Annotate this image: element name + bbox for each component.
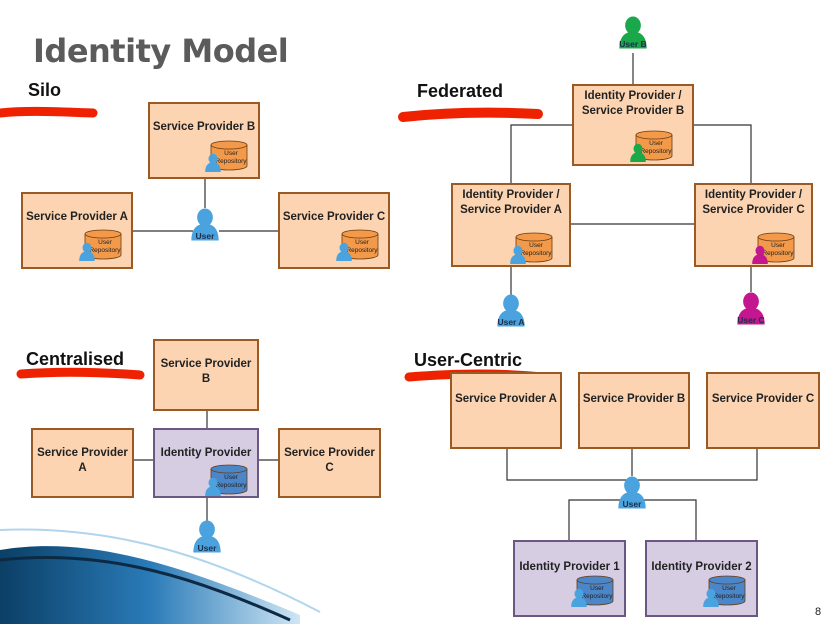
repo-label-line2: Repository xyxy=(640,148,672,155)
box-label: Service Provider B xyxy=(582,393,686,405)
box-label: Service Provider B xyxy=(152,121,256,133)
uc-service-provider-c: Service Provider C xyxy=(706,372,820,449)
user-label: User xyxy=(623,499,643,509)
repo-label-line2: Repository xyxy=(346,247,378,254)
user-label: User C xyxy=(737,315,764,325)
user-label: User A xyxy=(497,317,524,327)
box-label-line1: Identity Provider / xyxy=(584,90,682,102)
repo-label-line2: Repository xyxy=(89,247,121,254)
user-label: User xyxy=(198,543,218,553)
box-label-line2: Service Provider C xyxy=(702,204,805,216)
repo-label-line2: Repository xyxy=(762,250,794,257)
repo-label-line1: User xyxy=(771,242,786,249)
federated-idp-sp-b: Identity Provider / Service Provider B xyxy=(572,84,694,166)
uc-service-provider-b: Service Provider B xyxy=(578,372,690,449)
box-label-line1: Identity Provider / xyxy=(704,189,803,201)
user-c-icon: User C xyxy=(737,292,765,325)
slide-number: 8 xyxy=(815,606,822,618)
user-b-icon: User B xyxy=(619,16,647,49)
section-heading-silo: Silo xyxy=(28,80,62,100)
repo-label-line2: Repository xyxy=(215,482,247,489)
box-label: Identity Provider 1 xyxy=(519,561,620,573)
highlight-silo xyxy=(0,106,98,118)
repo-label-line1: User xyxy=(649,140,664,147)
uc-service-provider-a: Service Provider A xyxy=(450,372,562,449)
user-label: User xyxy=(196,231,216,241)
box-label: Service Provider C xyxy=(711,393,815,405)
box-label: Service Provider A xyxy=(37,447,128,474)
repo-label-line1: User xyxy=(722,585,737,592)
user-icon: User xyxy=(191,208,219,241)
repo-label-line1: User xyxy=(98,239,113,246)
user-label: User B xyxy=(619,39,646,49)
repo-label-line2: Repository xyxy=(581,593,613,600)
section-heading-centralised: Centralised xyxy=(26,349,125,369)
box-label-line2: Service Provider A xyxy=(460,204,562,216)
centralised-service-provider-c: Service Provider C xyxy=(278,428,381,498)
centralised-service-provider-b: Service Provider B xyxy=(153,339,259,411)
repo-label-line2: Repository xyxy=(713,593,745,600)
highlight-centralised xyxy=(16,367,145,380)
section-heading-federated: Federated xyxy=(417,81,504,101)
box-label-line2: Service Provider B xyxy=(581,105,685,117)
box-label-line1: Identity Provider / xyxy=(462,189,560,201)
section-heading-user-centric: User-Centric xyxy=(414,350,523,370)
highlight-federated xyxy=(398,107,543,122)
decorative-wave xyxy=(0,546,300,624)
box-label: Service Provider A xyxy=(26,211,128,223)
repo-label-line1: User xyxy=(224,150,239,157)
slide-title: Identity Model xyxy=(33,32,289,70)
box-label: Service Provider C xyxy=(282,211,386,223)
user-a-icon: User A xyxy=(497,294,525,327)
silo-service-provider-b: Service Provider B xyxy=(148,102,260,179)
centralised-service-provider-a: Service Provider A xyxy=(31,428,134,498)
box-label: Service Provider B xyxy=(160,358,252,385)
box-label: Service Provider A xyxy=(455,393,557,405)
repo-label-line1: User xyxy=(590,585,605,592)
user-icon: User xyxy=(618,476,646,509)
repo-label-line2: Repository xyxy=(520,250,552,257)
repo-label-line1: User xyxy=(529,242,544,249)
repo-label-line2: Repository xyxy=(215,158,247,165)
box-label: Service Provider C xyxy=(284,447,375,474)
user-icon: User xyxy=(193,520,221,553)
repo-label-line1: User xyxy=(224,474,239,481)
box-label: Identity Provider xyxy=(160,447,252,459)
box-label: Identity Provider 2 xyxy=(651,561,752,573)
repo-label-line1: User xyxy=(355,239,370,246)
